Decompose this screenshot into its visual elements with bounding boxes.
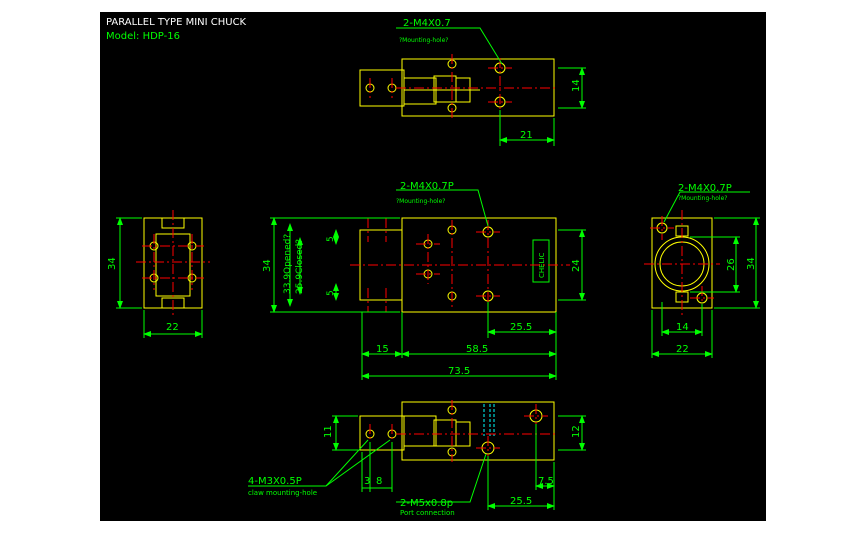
port-note: Port connection — [400, 509, 455, 517]
claw-note: claw mounting-hole — [248, 489, 317, 497]
right-view: 2-M4X0.7P ?Mounting-hole? 26 34 14 22 — [644, 183, 760, 358]
front-dim-height: 34 — [262, 259, 273, 272]
bottom-dim-port-small: 7.5 — [538, 476, 554, 487]
front-dim-jaw: 15 — [376, 344, 389, 355]
right-callout: 2-M4X0.7P — [678, 183, 732, 194]
front-dim-body: 58.5 — [466, 344, 488, 355]
left-dim-width: 22 — [166, 322, 179, 333]
brand-plate — [532, 239, 550, 283]
right-note: ?Mounting-hole? — [678, 195, 727, 202]
bottom-dim-b: 8 — [376, 476, 382, 487]
model-label: Model: HDP-16 — [106, 31, 180, 42]
front-dim-opened: 33.9Opened? — [283, 234, 293, 294]
brand-plate-label: CHELIC — [538, 252, 546, 278]
front-view: CHELIC — [262, 181, 586, 380]
claw-callout: 4-M3X0.5P — [248, 476, 302, 487]
bottom-dim-a: 3 — [364, 476, 370, 487]
bottom-dim-port: 25.5 — [510, 496, 532, 507]
top-callout: 2-M4X0.7 — [403, 18, 451, 29]
right-dim-bore: 26 — [726, 258, 737, 271]
top-note: ?Mounting-hole? — [399, 37, 448, 44]
front-dim-jaw-bottom: 5 — [326, 290, 336, 296]
left-dim-height: 34 — [107, 257, 118, 270]
front-dim-mount-offset: 25.5 — [510, 322, 532, 333]
front-dim-closed: 25.9Closed? — [295, 239, 305, 294]
right-dim-width: 22 — [676, 344, 689, 355]
bottom-dim-left: 11 — [323, 425, 334, 438]
front-dim-jaw-top: 5 — [326, 236, 336, 242]
top-dim-offset: 21 — [520, 130, 533, 141]
bottom-dim-right: 12 — [571, 425, 582, 438]
front-callout: 2-M4X0.7P — [400, 181, 454, 192]
cad-drawing-canvas: PARALLEL TYPE MINI CHUCK Model: HDP-16 — [100, 12, 766, 521]
left-view: 34 22 — [107, 210, 210, 338]
right-dim-height: 34 — [746, 257, 757, 270]
front-note: ?Mounting-hole? — [396, 198, 445, 205]
drawing-title: PARALLEL TYPE MINI CHUCK — [106, 17, 247, 28]
front-dim-inner: 24 — [571, 259, 582, 272]
top-dim-height: 14 — [571, 79, 582, 92]
front-dim-total: 73.5 — [448, 366, 470, 377]
port-callout: 2-M5x0.8p — [400, 498, 453, 509]
top-view: 2-M4X0.7 ?Mounting-hole? 14 21 — [359, 18, 586, 146]
bottom-view: 11 12 4-M3X0.5P claw mounting-hole 3 8 2… — [248, 400, 586, 517]
right-dim-inner: 14 — [676, 322, 689, 333]
cad-drawing: PARALLEL TYPE MINI CHUCK Model: HDP-16 — [106, 17, 760, 517]
